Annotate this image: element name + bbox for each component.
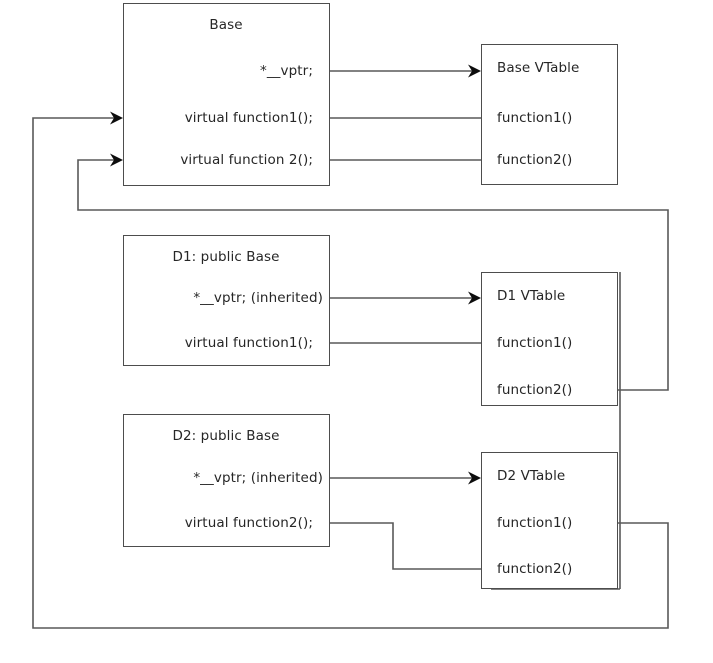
box-d1-vtable-title: D1 VTable: [497, 288, 566, 304]
box-base-title: Base: [209, 17, 243, 33]
wire-d1-vtable-fn1-to-d1-fn1: [313, 336, 491, 350]
d2-vtable-row-function1: function1(): [497, 515, 573, 531]
box-d1-vtable: [481, 272, 618, 406]
wire-base-vtable-fn1-to-base-fn1: [313, 111, 491, 125]
wire-base-vtable-fn2-to-base-fn2: [313, 153, 491, 167]
box-base-vtable: [481, 44, 618, 185]
box-d1: [123, 235, 330, 366]
d1-row-vptr: *__vptr; (inherited): [193, 290, 323, 306]
d2-row-function2: virtual function2();: [184, 515, 313, 531]
box-base: [123, 3, 330, 186]
d2-vtable-row-function2: function2(): [497, 561, 573, 577]
base-row-vptr: *__vptr;: [259, 63, 313, 79]
box-base-vtable-title: Base VTable: [497, 60, 580, 76]
d2-row-vptr: *__vptr; (inherited): [193, 470, 323, 486]
box-d2: [123, 414, 330, 547]
wire-d1-vptr-to-d1-vtable: [326, 291, 481, 305]
base-row-function2: virtual function 2();: [180, 152, 313, 168]
base-vtable-row-function1: function1(): [497, 110, 573, 126]
box-d1-title: D1: public Base: [172, 249, 280, 265]
wire-d2-vptr-to-d2-vtable: [326, 471, 481, 485]
d1-vtable-row-function1: function1(): [497, 335, 573, 351]
box-d2-title: D2: public Base: [172, 428, 280, 444]
base-vtable-row-function2: function2(): [497, 152, 573, 168]
wire-d2-vtable-fn2-to-d2-fn2: [313, 516, 491, 570]
base-row-function1: virtual function1();: [184, 110, 313, 126]
box-d2-vtable-title: D2 VTable: [497, 468, 566, 484]
d1-vtable-row-function2: function2(): [497, 382, 573, 398]
box-d2-vtable: [481, 452, 618, 589]
d1-row-function1: virtual function1();: [184, 335, 313, 351]
